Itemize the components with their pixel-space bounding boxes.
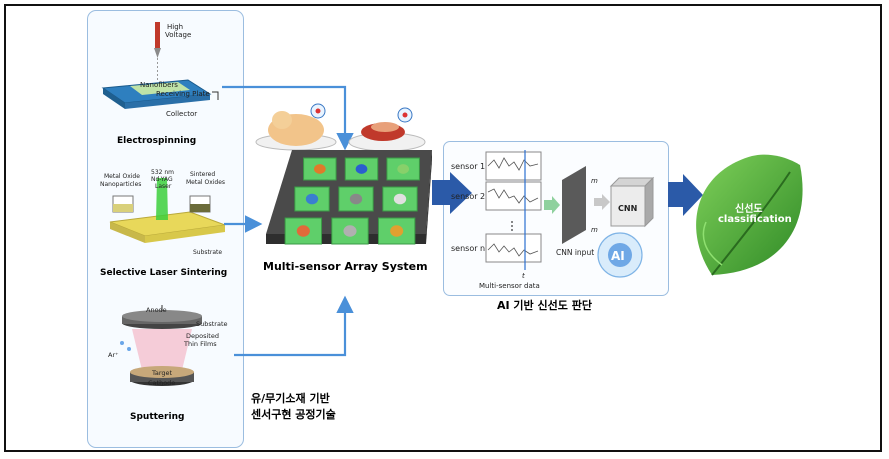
high-voltage-label: Voltage	[165, 31, 191, 39]
sensor-element	[305, 193, 319, 205]
sensor-element	[355, 164, 368, 174]
input-to-cnn-arrow	[594, 194, 610, 210]
sputtering-illustration	[120, 305, 202, 386]
sensor-element	[296, 225, 310, 237]
sensor-element	[393, 193, 407, 205]
ai-brain-icon	[597, 232, 643, 278]
substrate-label: Substrate	[193, 249, 222, 256]
m-dimension-label: m	[591, 177, 598, 185]
sensor-element	[397, 164, 410, 174]
array-to-ai-arrow	[432, 172, 472, 214]
metal-oxide-np-label: Metal Oxide	[104, 173, 140, 180]
sensor-element	[349, 193, 363, 205]
freshness-label: 신선도	[735, 204, 763, 215]
m-dimension-label: m	[591, 226, 598, 234]
chicken-sample-illustration	[255, 103, 337, 151]
sputter-substrate-label: Substrate	[196, 320, 228, 328]
sensor-element	[390, 225, 404, 237]
target-label: Target	[151, 369, 173, 377]
argon-ion-label: Ar⁺	[108, 351, 119, 359]
nanofibers-label: Nanofibers	[140, 81, 178, 89]
cnn-input-plane	[562, 166, 586, 244]
process-caption-line1: 유/무기소재 기반	[251, 392, 330, 405]
laser-label: Laser	[155, 183, 172, 190]
metal-oxide-np-label: Nanoparticles	[100, 181, 141, 188]
time-axis-label: t	[522, 272, 525, 280]
laser-label: 532 nm	[151, 169, 174, 176]
deposited-films-label: Thin Films	[183, 340, 217, 348]
ai-judgment-caption: AI 기반 신선도 판단	[497, 299, 592, 312]
sensor-element	[313, 164, 326, 174]
sensor-1-label: sensor 1	[451, 162, 485, 171]
freshness-leaf-icon	[696, 154, 803, 276]
sintered-label: Metal Oxides	[186, 179, 225, 186]
process-arrows	[222, 85, 354, 357]
meat-sample-illustration	[348, 107, 426, 152]
ai-to-result-arrow	[668, 174, 703, 216]
cnn-block	[609, 176, 655, 228]
laser-sintering-illustration	[109, 178, 226, 243]
sintered-label: Sintered	[190, 171, 215, 178]
anode-label: Anode	[146, 306, 167, 314]
electrospinning-title: Electrospinning	[117, 136, 197, 146]
sensor-n-label: sensor n	[451, 244, 485, 253]
signal-to-cnn-arrow	[544, 196, 560, 214]
laser-sintering-title: Selective Laser Sintering	[100, 268, 228, 278]
array-system-label: Multi-sensor Array System	[263, 260, 428, 273]
sputtering-title: Sputtering	[130, 412, 185, 422]
sensor-signal-plots	[485, 150, 542, 270]
classification-label: classification	[718, 214, 792, 225]
sensor-tiles	[284, 157, 420, 245]
deposited-films-label: Deposited	[186, 332, 219, 340]
cathode-label: Cathode	[148, 379, 175, 387]
sensor-element	[343, 225, 357, 237]
high-voltage-label: High	[167, 23, 183, 31]
figure-frame	[4, 4, 882, 452]
sensor-2-label: sensor 2	[451, 192, 485, 201]
cnn-input-label: CNN input	[556, 248, 594, 257]
laser-label: Nd-YAG	[151, 176, 173, 183]
multi-sensor-data-label: Multi-sensor data	[479, 282, 540, 290]
electrospinning-illustration	[101, 22, 219, 109]
cnn-label: CNN	[618, 204, 637, 213]
ai-label: AI	[611, 249, 625, 263]
collector-label: Collector	[166, 110, 197, 118]
receiving-plate-label: Receiving Plate	[156, 90, 210, 98]
process-caption-line2: 센서구현 공정기술	[251, 408, 336, 421]
